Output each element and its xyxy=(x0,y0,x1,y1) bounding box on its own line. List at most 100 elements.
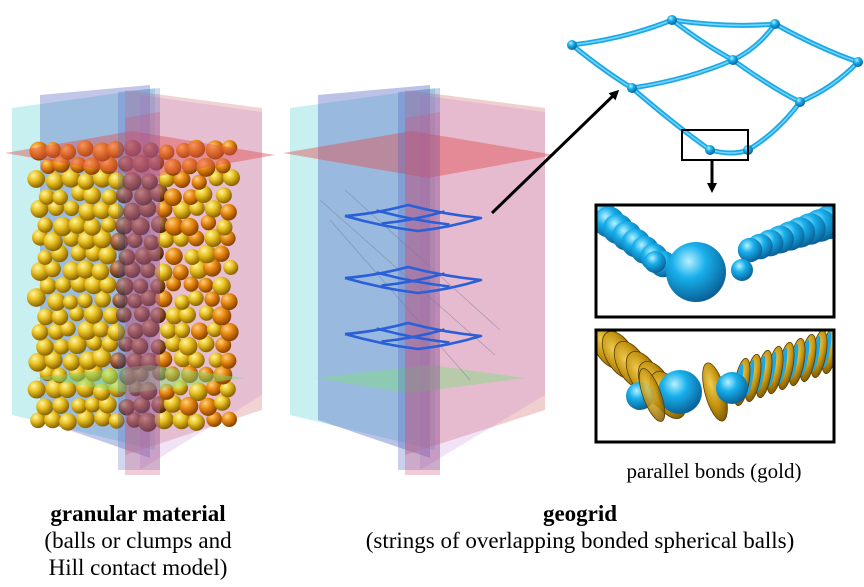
granular-ball xyxy=(27,380,46,399)
closeup-node xyxy=(705,145,715,155)
plane-pink-front-left xyxy=(125,112,160,475)
granular-ball xyxy=(126,412,143,428)
closeup-strand-highlight xyxy=(631,59,734,89)
granular-ball xyxy=(157,231,175,248)
granular-ball xyxy=(108,172,126,190)
arrow-to-closeup xyxy=(490,89,620,215)
granular-ball xyxy=(179,306,196,324)
granular-ball xyxy=(109,260,128,279)
granular-ball xyxy=(29,141,49,161)
granular-ball xyxy=(77,173,95,190)
closeup-strand xyxy=(772,21,861,65)
granular-ball xyxy=(133,366,149,382)
granular-ball xyxy=(212,306,232,326)
granular-ball xyxy=(107,323,126,341)
granular-ball xyxy=(139,382,158,400)
plane-red-left xyxy=(5,131,275,178)
granular-ball xyxy=(109,352,127,370)
plane-green-left xyxy=(35,365,245,393)
granular-ball xyxy=(154,410,174,430)
geogrid-caption: geogrid (strings of overlapping bonded s… xyxy=(330,500,830,554)
granular-ball xyxy=(148,154,165,171)
granular-ball xyxy=(99,276,117,294)
geogrid-outline xyxy=(344,321,483,351)
granular-ball xyxy=(37,250,53,265)
granular-ball xyxy=(143,234,160,251)
closeup-strand-highlight xyxy=(732,59,801,103)
granular-ball xyxy=(52,189,68,206)
closeup-strand-highlight xyxy=(799,61,859,103)
granular-ball xyxy=(118,155,135,172)
closeup-strand-highlight xyxy=(631,87,711,151)
granular-ball xyxy=(140,352,159,371)
geogrid-layer xyxy=(344,321,483,351)
granular-ball xyxy=(59,413,77,431)
granular-ball xyxy=(127,322,144,340)
geogrid-title: geogrid xyxy=(542,501,618,526)
granular-ball xyxy=(132,154,151,173)
granular-ball xyxy=(93,229,112,249)
granular-ball xyxy=(204,200,223,218)
granular-ball xyxy=(92,142,112,162)
granular-ball xyxy=(76,409,95,429)
granular-ball xyxy=(45,142,62,159)
geogrid-layers xyxy=(344,203,483,351)
granular-material-box xyxy=(5,85,275,475)
granular-ball xyxy=(39,277,57,295)
plane-blue-front-left xyxy=(118,88,160,470)
granular-ball xyxy=(123,202,142,221)
geogrid-closeup xyxy=(567,15,863,156)
granular-ball xyxy=(69,306,85,322)
granular-ball xyxy=(190,322,209,340)
granular-ball xyxy=(141,173,158,191)
granular-ball xyxy=(36,338,54,356)
granular-ball xyxy=(164,366,180,382)
parallel-bond-disc xyxy=(638,368,666,422)
geogrid-outline xyxy=(344,265,483,295)
granular-ball xyxy=(221,140,238,156)
granular-ball xyxy=(127,293,143,309)
granular-ball xyxy=(83,157,101,175)
granular-ball xyxy=(174,294,190,310)
closeup-strand xyxy=(797,59,861,105)
granular-ball xyxy=(213,365,233,385)
granular-ball xyxy=(76,378,96,398)
granular-ball xyxy=(198,366,214,383)
granular-ball xyxy=(164,188,182,207)
granular-ball xyxy=(62,294,78,310)
granular-ball xyxy=(30,412,46,429)
granular-ball xyxy=(44,411,62,429)
granular-ball xyxy=(184,249,201,265)
granular-ball xyxy=(115,216,133,235)
granular-ball xyxy=(47,292,66,311)
granular-ball xyxy=(215,158,231,174)
granular-ball xyxy=(108,203,124,220)
granular-ball xyxy=(215,187,232,204)
zoom-panel-bonds xyxy=(594,328,836,444)
granular-ball xyxy=(212,276,231,296)
granular-ball xyxy=(70,156,87,173)
zoom-ball-large xyxy=(658,370,702,414)
granular-ball xyxy=(61,168,81,188)
granular-ball xyxy=(31,323,49,341)
granular-ball xyxy=(151,396,169,414)
closeup-strand xyxy=(569,17,675,48)
granular-ball xyxy=(71,398,88,414)
granular-ball xyxy=(116,307,132,323)
granular-ball xyxy=(45,172,65,191)
granular-ball xyxy=(155,350,173,368)
granular-ball xyxy=(204,291,220,307)
granular-ball xyxy=(155,290,173,308)
granular-ball xyxy=(140,262,156,279)
granular-ball xyxy=(205,379,223,396)
granular-ball xyxy=(219,381,236,398)
granular-ball xyxy=(132,278,149,294)
granular-ball xyxy=(223,169,240,187)
granular-ball xyxy=(118,399,135,416)
plane-red-mid xyxy=(283,131,555,178)
granular-ball xyxy=(108,413,125,429)
granular-ball xyxy=(155,200,173,218)
granular-ball xyxy=(43,231,63,252)
granular-ball xyxy=(131,217,150,236)
granular-ball xyxy=(98,246,117,265)
